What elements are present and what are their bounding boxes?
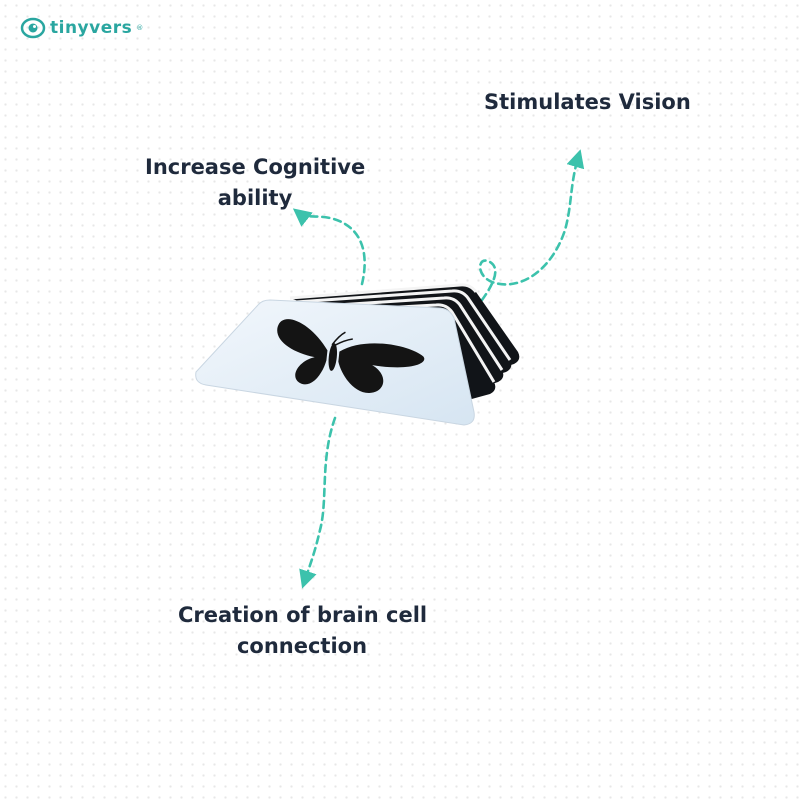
label-stimulates-vision: Stimulates Vision: [484, 90, 691, 114]
arrow-brain: [299, 416, 337, 589]
eye-logo-icon: [20, 17, 46, 39]
label-cognitive-line2: ability: [217, 186, 293, 210]
label-increase-cognitive: Increase Cognitive ability: [145, 152, 365, 214]
arrow-vision: [478, 149, 585, 302]
brand-name: tinyvers: [50, 18, 133, 38]
flash-card-stack: [195, 283, 520, 426]
brand-logo[interactable]: tinyvers ®: [20, 16, 143, 40]
registered-mark: ®: [136, 24, 144, 32]
arrow-cognitive: [292, 208, 366, 286]
back-card-1-edge: [269, 303, 496, 383]
label-brain-line1: Creation of brain cell: [178, 603, 428, 627]
label-brain-cell-connection: Creation of brain cell connection: [178, 600, 428, 662]
back-card-4-edge: [289, 283, 478, 300]
label-cognitive-line1: Increase Cognitive: [145, 155, 366, 179]
back-card-2-edge: [275, 296, 504, 371]
back-card-3-edge: [281, 289, 512, 361]
butterfly-icon: [277, 319, 425, 393]
label-brain-line2: connection: [236, 634, 368, 658]
